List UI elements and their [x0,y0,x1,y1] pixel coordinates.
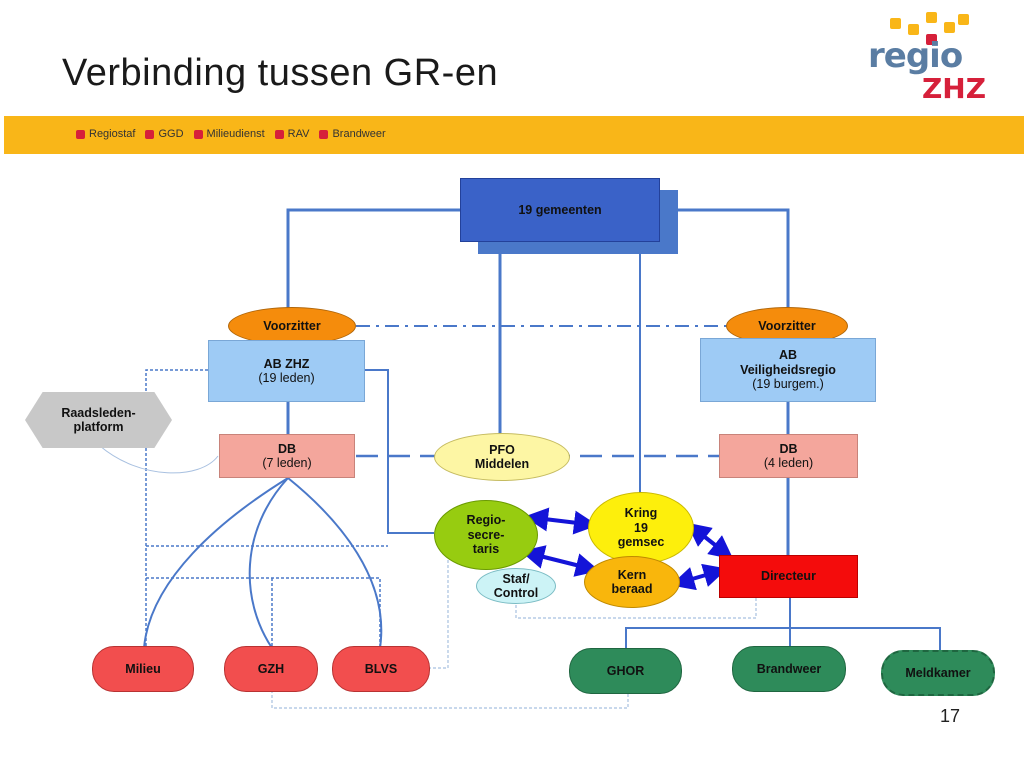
logo-dot [944,22,955,33]
node-milieu: Milieu [92,646,194,692]
node-blvs: BLVS [332,646,430,692]
line-directeur-ghor [625,598,791,650]
node-ab-veiligheidsregio: AB Veiligheidsregio (19 burgem.) [700,338,876,402]
bullet-icon [193,129,203,139]
logo-dot [890,18,901,29]
logo-dot [958,14,969,25]
node-raadsledenplatform: Raadsleden- platform [25,392,172,448]
node-db-right: DB (4 leden) [719,434,858,478]
node-pfo-middelen: PFO Middelen [434,433,570,481]
line-dotted-staf-directeur [515,598,757,619]
line-gemeenten-voorzitter-left [286,208,460,312]
line-dotted-regio-blvs [430,540,449,669]
bullet-icon [319,129,329,139]
node-gzh: GZH [224,646,318,692]
bullet-icon [274,129,284,139]
node-ab-zhz: AB ZHZ (19 leden) [208,340,365,402]
node-db-left: DB (7 leden) [219,434,355,478]
line-raadsleden-db [99,445,219,474]
band-item-milieudienst: Milieudienst [193,128,265,140]
node-voorzitter-left: Voorzitter [228,307,356,345]
node-ghor: GHOR [569,648,682,694]
bullet-icon [145,129,155,139]
line-ab-zhz-regiosecretaris [365,369,434,534]
logo-dot [926,34,937,45]
node-kern-beraad: Kern beraad [584,556,680,608]
band-item-ggd: GGD [145,128,184,140]
node-brandweer: Brandweer [732,646,846,692]
line-dotted-ab-milieu [145,369,208,650]
node-19-gemeenten: 19 gemeenten [460,178,660,242]
line-directeur-meldkamer [790,627,941,652]
curve-db-milieu [143,477,289,649]
logo-text-zhz: ZHZ [922,72,987,105]
logo-text-regio: regio [868,36,963,76]
node-directeur: Directeur [719,555,858,598]
logo-dot [908,24,919,35]
curve-db-gzh [248,477,289,649]
line-dotted-blvs [146,577,381,650]
node-staf-control: Staf/ Control [476,568,556,604]
band-item-regiostaf: Regiostaf [76,128,135,140]
arrow-regio-kring [524,507,598,535]
page-number: 17 [940,706,961,726]
node-meldkamer: Meldkamer [881,650,995,696]
band-item-brandweer: Brandweer [319,128,386,140]
bullet-icon [76,129,85,139]
organization-list: Regiostaf GGD Milieudienst RAV Brandweer [76,128,386,140]
organization-band: Regiostaf GGD Milieudienst RAV Brandweer [4,116,1024,154]
regio-zhz-logo: regio ZHZ [862,8,992,108]
line-gemeenten-voorzitter-right [660,208,790,312]
logo-dot [926,12,937,23]
band-item-rav: RAV [274,128,309,140]
arrow-kern-directeur [670,563,728,591]
arrow-kring-directeur [686,522,734,560]
node-kring-19-gemsec: Kring 19 gemsec [588,492,694,564]
line-dotted-bottom [271,690,629,709]
arrow-regio-kern [520,545,600,577]
curve-db-blvs [287,477,383,649]
node-regiosecretaris: Regio- secre- taris [434,500,538,570]
slide-title: Verbinding tussen GR-en [62,52,499,94]
